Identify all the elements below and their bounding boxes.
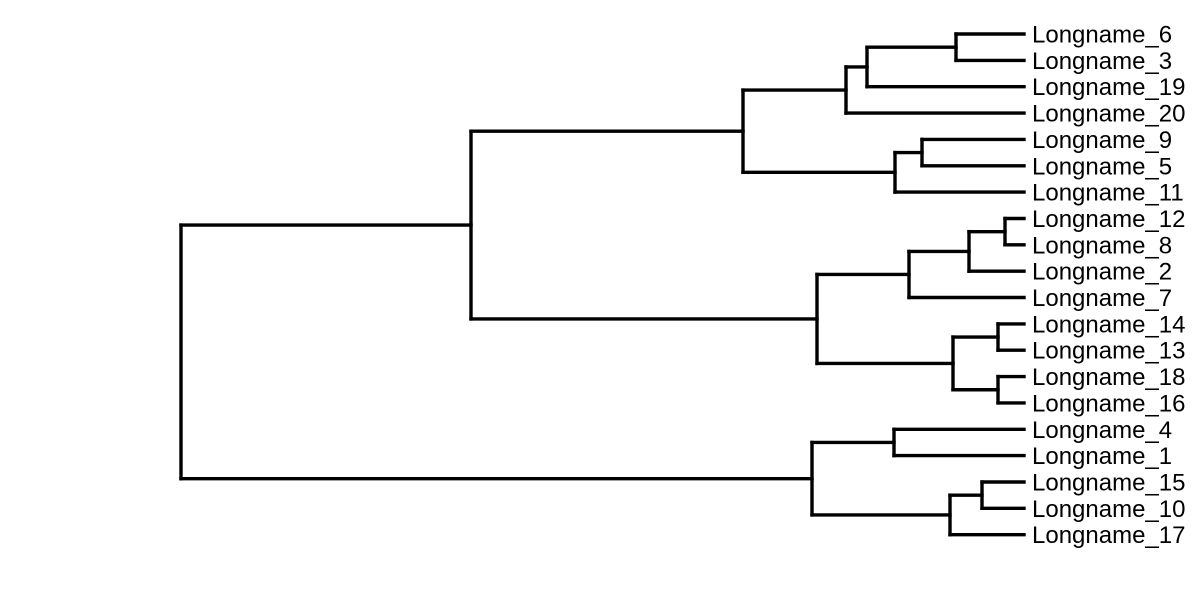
- leaf-label: Longname_18: [1032, 364, 1185, 391]
- leaf-label: Longname_20: [1032, 101, 1185, 128]
- leaf-label: Longname_2: [1032, 259, 1172, 286]
- leaf-labels: Longname_6Longname_3Longname_19Longname_…: [1032, 22, 1185, 550]
- leaf-label: Longname_6: [1032, 22, 1172, 49]
- leaf-label: Longname_15: [1032, 470, 1185, 497]
- dendrogram-links: [179, 32, 1026, 537]
- leaf-label: Longname_5: [1032, 153, 1172, 180]
- leaf-label: Longname_3: [1032, 48, 1172, 75]
- leaf-label: Longname_16: [1032, 390, 1185, 417]
- leaf-label: Longname_9: [1032, 127, 1172, 154]
- leaf-label: Longname_14: [1032, 311, 1185, 338]
- leaf-label: Longname_8: [1032, 232, 1172, 259]
- leaf-label: Longname_13: [1032, 338, 1185, 365]
- leaf-label: Longname_11: [1032, 180, 1184, 207]
- leaf-label: Longname_10: [1032, 496, 1185, 523]
- leaf-label: Longname_4: [1032, 417, 1172, 444]
- leaf-label: Longname_12: [1032, 206, 1185, 233]
- leaf-label: Longname_1: [1032, 443, 1172, 470]
- leaf-label: Longname_7: [1032, 285, 1172, 312]
- leaf-label: Longname_19: [1032, 74, 1185, 101]
- leaf-label: Longname_17: [1032, 522, 1185, 549]
